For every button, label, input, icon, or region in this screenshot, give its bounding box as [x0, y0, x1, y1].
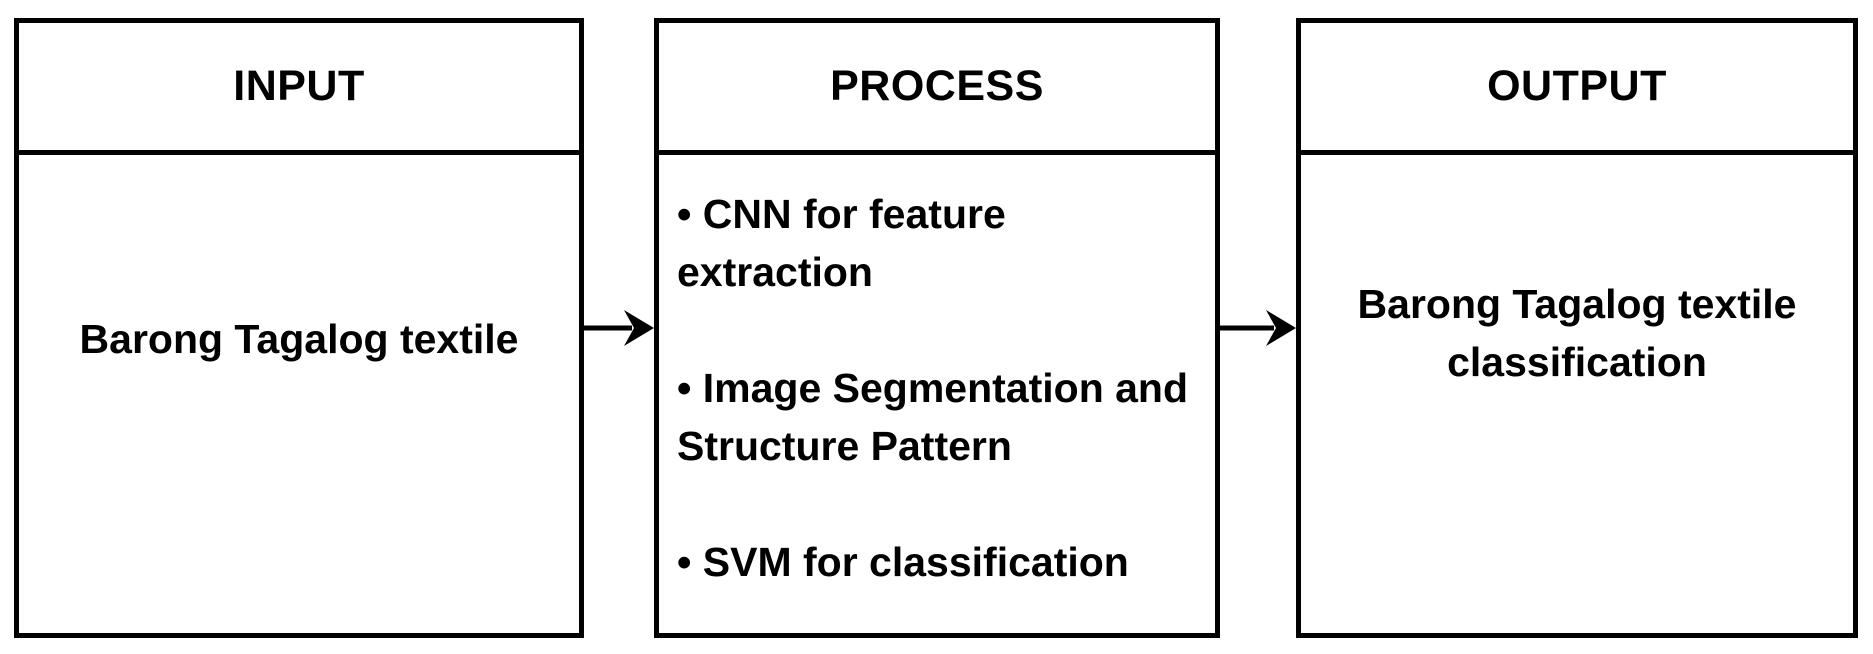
process-item-text: SVM for classification [702, 539, 1129, 585]
process-list: • CNN for feature extraction • Image Seg… [677, 185, 1209, 591]
process-item-text: CNN for feature extraction [677, 191, 1006, 295]
process-item-cnn: • CNN for feature extraction [677, 185, 1209, 301]
output-box: OUTPUT Barong Tagalog textile classifica… [1296, 18, 1858, 638]
input-text: Barong Tagalog textile [79, 316, 519, 362]
process-item-text: Image Segmentation and Structure Pattern [677, 365, 1189, 469]
output-header: OUTPUT [1301, 23, 1853, 155]
process-header: PROCESS [659, 23, 1215, 155]
output-body: Barong Tagalog textile classification [1301, 155, 1853, 633]
bullet-marker: • [677, 539, 692, 585]
input-header: INPUT [19, 23, 579, 155]
bullet-marker: • [677, 191, 692, 237]
input-body: Barong Tagalog textile [19, 155, 579, 633]
input-to-process-arrow [584, 308, 654, 348]
process-to-output-arrow [1220, 308, 1296, 348]
process-item-segmentation: • Image Segmentation and Structure Patte… [677, 359, 1209, 475]
output-text: Barong Tagalog textile classification [1357, 281, 1797, 385]
process-body: • CNN for feature extraction • Image Seg… [659, 155, 1215, 633]
bullet-marker: • [677, 365, 692, 411]
input-box: INPUT Barong Tagalog textile [14, 18, 584, 638]
process-item-svm: • SVM for classification [677, 533, 1209, 591]
process-box: PROCESS • CNN for feature extraction • I… [654, 18, 1220, 638]
